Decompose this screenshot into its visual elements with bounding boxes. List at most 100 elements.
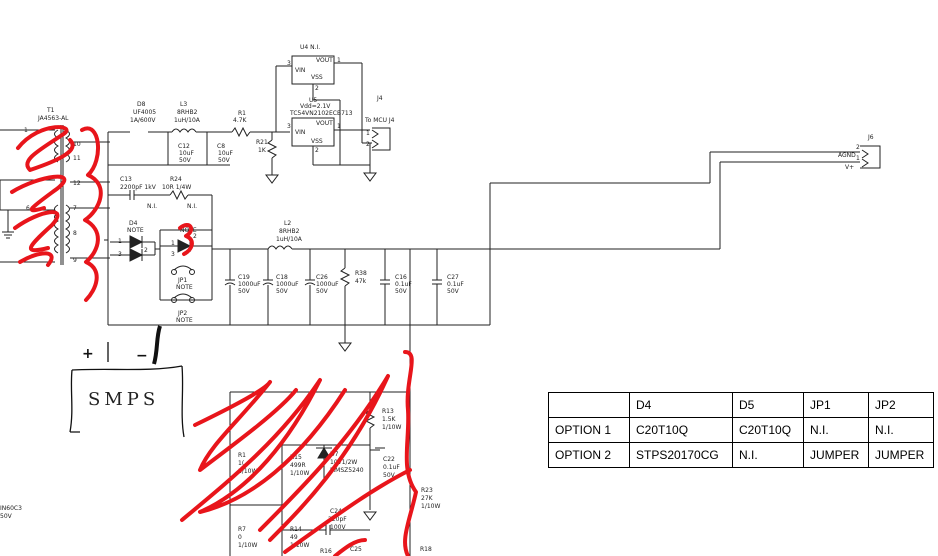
label-r21-ref: R21: [256, 139, 268, 146]
label-r24-ni: N.I.: [187, 203, 197, 210]
label-r21-value: 1K: [258, 147, 267, 154]
label-c22-voltage: 50V: [383, 472, 396, 479]
table-cell: N.I.: [868, 417, 934, 443]
label-r13-power: 1/10W: [382, 424, 401, 431]
table-cell: STPS20170CG: [629, 442, 733, 468]
label-c16-value: 0.1uF: [395, 281, 412, 288]
label-j6-agnd: AGND: [838, 152, 856, 159]
label-r1x-value: 1(: [238, 460, 244, 467]
label-c26-ref: C26: [316, 274, 328, 281]
table-cell: JUMPER: [868, 442, 934, 468]
label-r1x-ref: R1: [238, 452, 246, 459]
resistor-r1: [231, 126, 251, 138]
label-u4-vin: VIN: [295, 67, 305, 74]
label-t1-part: JA4563-AL: [37, 115, 69, 122]
label-l2-ref: L2: [284, 220, 291, 227]
table-cell: C20T10Q: [629, 417, 733, 443]
inductor-l3: [171, 128, 197, 133]
label-r14-value: 49: [290, 534, 298, 541]
label-r7-power: 1/10W: [238, 542, 257, 549]
options-table: D4 D5 JP1 JP2 OPTION 1 C20T10Q C20T10Q N…: [548, 392, 934, 468]
label-c13-ref: C13: [120, 176, 132, 183]
table-cell: N.I.: [732, 442, 804, 468]
label-r23-value: 27K: [421, 495, 434, 502]
label-r15-value: 499R: [290, 462, 306, 469]
label-r16-ref: R16: [320, 548, 332, 555]
table-header-cell: JP2: [868, 392, 934, 418]
label-j6-pin: 1: [856, 155, 860, 162]
label-u4-pin: 2: [315, 85, 319, 92]
table-header-cell: D5: [732, 392, 804, 418]
label-j4-ref: J4: [376, 95, 383, 102]
label-jp1-note: NOTE: [176, 284, 193, 291]
jumper-jp1-pad: [171, 269, 177, 275]
label-d5-pin: 3: [171, 251, 175, 258]
label-j4-name: To MCU J4: [364, 117, 395, 124]
label-c13-value: 2200pF 1kV: [120, 184, 157, 191]
label-u5-part: TC54VN2102ECB713: [289, 110, 353, 117]
label-r7-ref: R7: [238, 526, 246, 533]
diode-d4a: [129, 235, 144, 249]
label-c24-voltage: 100V: [330, 524, 346, 531]
table-cell: JUMPER: [803, 442, 869, 468]
label-c16-voltage: 50V: [395, 288, 408, 295]
label-r38-value: 47k: [355, 278, 367, 285]
label-c25-ref: C25: [350, 546, 362, 553]
label-c24-ref: C24: [330, 508, 342, 515]
label-t1-pin: 9: [73, 257, 77, 264]
label-r38-ref: R38: [355, 270, 367, 277]
label-r7-value: 0: [238, 534, 242, 541]
label-u4-pin: 3: [287, 60, 291, 67]
label-r24-value: 10R 1/4W: [162, 184, 191, 191]
table-cell: C20T10Q: [732, 417, 804, 443]
label-c19-value: 1000uF: [238, 281, 261, 288]
label-t1-pin: 7: [73, 205, 77, 212]
handwritten-smps-annotation: + − SMPS: [69, 325, 185, 438]
label-u5-vin: VIN: [295, 129, 305, 136]
label-c26-value: 1000uF: [316, 281, 339, 288]
label-r15-power: 1/10W: [290, 470, 309, 477]
label-t1-pin: 1: [24, 127, 28, 134]
label-d4-pin: 1: [118, 238, 122, 245]
label-jp2-ref: JP2: [177, 310, 187, 317]
label-c18-ref: C18: [276, 274, 288, 281]
label-c22-value: 0.1uF: [383, 464, 400, 471]
schematic-wires: [0, 55, 881, 556]
label-d4-note: NOTE: [127, 227, 144, 234]
label-left-part-line2: 50V: [0, 513, 13, 520]
label-d5-pin: 1: [171, 240, 175, 247]
label-j6-vplus: V+: [845, 164, 854, 171]
label-r24-ref: R24: [170, 176, 182, 183]
label-u4-vss: VSS: [311, 74, 323, 81]
label-d7-part: MMSZ5240: [330, 467, 364, 474]
table-header-cell: JP1: [803, 392, 869, 418]
label-c26-voltage: 50V: [316, 288, 329, 295]
label-l2-part: 8RHB2: [279, 228, 300, 235]
label-t1-ref: T1: [46, 107, 55, 114]
inductor-l2: [267, 245, 293, 250]
label-d4-ref: D4: [129, 220, 138, 227]
label-d5-note: NOTE: [180, 227, 197, 234]
label-c16-ref: C16: [395, 274, 407, 281]
red-scribble-annotations: [10, 125, 418, 556]
label-r1x-power: 1/10W: [238, 468, 257, 475]
table-cell: OPTION 2: [548, 442, 630, 468]
label-c19-ref: C19: [238, 274, 250, 281]
label-r14-power: 1/10W: [290, 542, 309, 549]
label-d8-rating: 1A/600V: [130, 117, 156, 124]
label-c12-value: 10uF: [179, 150, 194, 157]
smps-annotation: SMPS: [88, 389, 159, 410]
diode-d4b: [129, 248, 144, 262]
label-t1-pin: 8: [73, 230, 77, 237]
label-j6-pin: 2: [856, 144, 860, 151]
label-u5-pin: 2: [315, 147, 319, 154]
plus-sign-annotation: +: [82, 346, 94, 362]
label-l3-ref: L3: [180, 101, 187, 108]
label-c18-value: 1000uF: [276, 281, 299, 288]
label-r23-ref: R23: [421, 487, 433, 494]
table-header-cell: [548, 392, 630, 418]
label-l2-rating: 1uH/10A: [276, 236, 303, 243]
label-c24-value: 220pF: [328, 516, 347, 523]
label-u5-vss: VSS: [311, 138, 323, 145]
